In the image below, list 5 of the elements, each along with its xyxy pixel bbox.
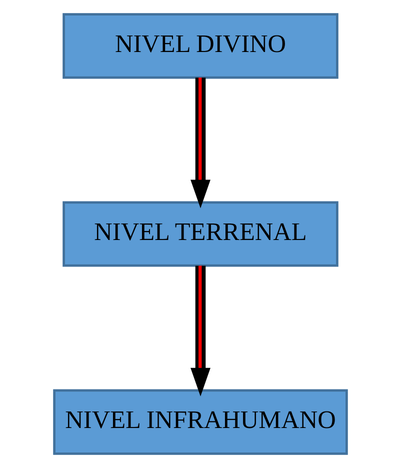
node-box: NIVEL TERRENAL	[62, 201, 338, 267]
arrow	[190, 266, 210, 396]
arrow	[190, 78, 210, 208]
node-box: NIVEL INFRAHUMANO	[53, 389, 348, 455]
node-box: NIVEL DIVINO	[62, 13, 338, 79]
